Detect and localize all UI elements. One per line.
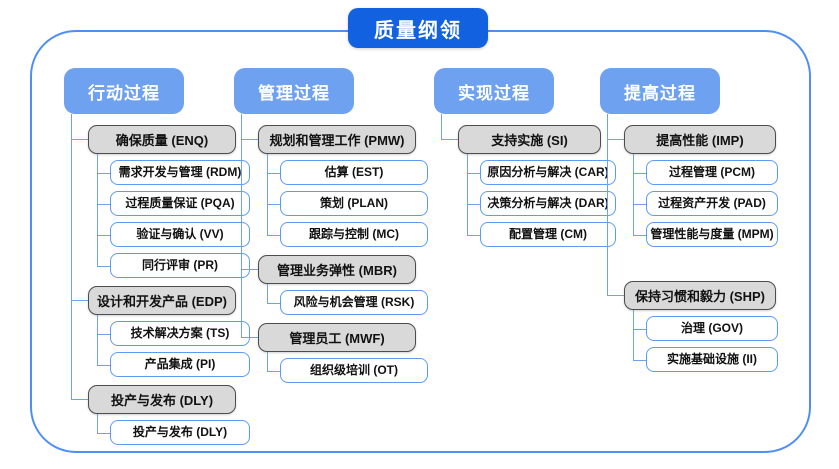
- process-item-box: 治理 (GOV): [632, 316, 778, 341]
- process-item-box: 策划 (PLAN): [266, 191, 428, 216]
- process-group: 投产与发布 (DLY) 投产与发布 (DLY): [71, 385, 250, 445]
- process-item-box: 组织级培训 (OT): [266, 358, 428, 383]
- group-parent-box: 保持习惯和毅力 (SHP): [624, 281, 776, 310]
- process-item-box: 技术解决方案 (TS): [96, 321, 250, 346]
- column-header: 实现过程: [434, 68, 554, 114]
- process-items: 治理 (GOV) 实施基础设施 (II): [632, 316, 778, 372]
- process-item-box: 过程管理 (PCM): [632, 160, 778, 185]
- process-group: 提高性能 (IMP) 过程管理 (PCM) 过程资产开发 (PAD) 管理性能与度量 …: [607, 125, 778, 247]
- process-item-box: 风险与机会管理 (RSK): [266, 290, 428, 315]
- process-item-box: 需求开发与管理 (RDM): [96, 160, 250, 185]
- process-item-box: 跟踪与控制 (MC): [266, 222, 428, 247]
- process-column: 行动过程确保质量 (ENQ) 需求开发与管理 (RDM) 过程质量保证 (PQA) 验…: [64, 68, 250, 445]
- process-item-box: 过程资产开发 (PAD): [632, 191, 778, 216]
- connector-subtrunk: [633, 154, 634, 235]
- process-item-box: 管理性能与度量 (MPM): [632, 222, 778, 247]
- process-items: 过程管理 (PCM) 过程资产开发 (PAD) 管理性能与度量 (MPM): [632, 160, 778, 247]
- connector-subtrunk: [267, 284, 268, 303]
- process-groups: 确保质量 (ENQ) 需求开发与管理 (RDM) 过程质量保证 (PQA) 验证与确认…: [64, 125, 250, 445]
- column-header: 行动过程: [64, 68, 184, 114]
- connector-subtrunk: [467, 154, 468, 235]
- connector-trunk: [71, 114, 72, 400]
- process-item-box: 原因分析与解决 (CAR): [466, 160, 616, 185]
- process-group: 支持实施 (SI) 原因分析与解决 (CAR) 决策分析与解决 (DAR) 配置管理 …: [441, 125, 616, 247]
- process-item-box: 过程质量保证 (PQA): [96, 191, 250, 216]
- connector-subtrunk: [97, 154, 98, 266]
- connector-subtrunk: [267, 154, 268, 235]
- process-group: 设计和开发产品 (EDP) 技术解决方案 (TS) 产品集成 (PI): [71, 286, 250, 377]
- process-item-box: 验证与确认 (VV): [96, 222, 250, 247]
- group-parent-box: 投产与发布 (DLY): [88, 385, 236, 414]
- process-item-box: 配置管理 (CM): [466, 222, 616, 247]
- diagram-title: 质量纲领: [348, 8, 488, 48]
- process-items: 技术解决方案 (TS) 产品集成 (PI): [96, 321, 250, 377]
- connector-trunk: [441, 114, 442, 140]
- connector-subtrunk: [97, 315, 98, 365]
- process-group: 规划和管理工作 (PMW) 估算 (EST) 策划 (PLAN) 跟踪与控制 (MC): [241, 125, 428, 247]
- process-item-box: 决策分析与解决 (DAR): [466, 191, 616, 216]
- column-header: 管理过程: [234, 68, 354, 114]
- column-header: 提高过程: [600, 68, 720, 114]
- group-parent-box: 支持实施 (SI): [458, 125, 601, 154]
- process-group: 管理业务弹性 (MBR) 风险与机会管理 (RSK): [241, 255, 428, 315]
- connector-subtrunk: [97, 414, 98, 433]
- group-parent-box: 规划和管理工作 (PMW): [258, 125, 416, 154]
- process-column: 提高过程提高性能 (IMP) 过程管理 (PCM) 过程资产开发 (PAD) 管理性能…: [600, 68, 778, 372]
- group-parent-box: 管理员工 (MWF): [258, 323, 416, 352]
- process-groups: 提高性能 (IMP) 过程管理 (PCM) 过程资产开发 (PAD) 管理性能与度量 …: [600, 125, 778, 372]
- process-groups: 支持实施 (SI) 原因分析与解决 (CAR) 决策分析与解决 (DAR) 配置管理 …: [434, 125, 616, 247]
- group-parent-box: 管理业务弹性 (MBR): [258, 255, 416, 284]
- process-items: 组织级培训 (OT): [266, 358, 428, 383]
- group-parent-box: 提高性能 (IMP): [624, 125, 776, 154]
- connector-subtrunk: [267, 352, 268, 371]
- process-group: 确保质量 (ENQ) 需求开发与管理 (RDM) 过程质量保证 (PQA) 验证与确认…: [71, 125, 250, 278]
- group-parent-box: 设计和开发产品 (EDP): [88, 286, 236, 315]
- process-item-box: 产品集成 (PI): [96, 352, 250, 377]
- connector-trunk: [241, 114, 242, 338]
- process-item-box: 同行评审 (PR): [96, 253, 250, 278]
- process-item-box: 投产与发布 (DLY): [96, 420, 250, 445]
- process-items: 投产与发布 (DLY): [96, 420, 250, 445]
- process-items: 估算 (EST) 策划 (PLAN) 跟踪与控制 (MC): [266, 160, 428, 247]
- process-items: 风险与机会管理 (RSK): [266, 290, 428, 315]
- process-groups: 规划和管理工作 (PMW) 估算 (EST) 策划 (PLAN) 跟踪与控制 (MC)…: [234, 125, 428, 383]
- process-group: 管理员工 (MWF) 组织级培训 (OT): [241, 323, 428, 383]
- process-items: 需求开发与管理 (RDM) 过程质量保证 (PQA) 验证与确认 (VV) 同行评审 …: [96, 160, 250, 278]
- group-parent-box: 确保质量 (ENQ): [88, 125, 236, 154]
- process-item-box: 估算 (EST): [266, 160, 428, 185]
- process-item-box: 实施基础设施 (II): [632, 347, 778, 372]
- process-column: 管理过程规划和管理工作 (PMW) 估算 (EST) 策划 (PLAN) 跟踪与控制 …: [234, 68, 428, 383]
- connector-subtrunk: [633, 310, 634, 360]
- process-group: 保持习惯和毅力 (SHP) 治理 (GOV) 实施基础设施 (II): [607, 281, 778, 372]
- process-items: 原因分析与解决 (CAR) 决策分析与解决 (DAR) 配置管理 (CM): [466, 160, 616, 247]
- process-column: 实现过程支持实施 (SI) 原因分析与解决 (CAR) 决策分析与解决 (DAR) 配…: [434, 68, 616, 247]
- connector-trunk: [607, 114, 608, 296]
